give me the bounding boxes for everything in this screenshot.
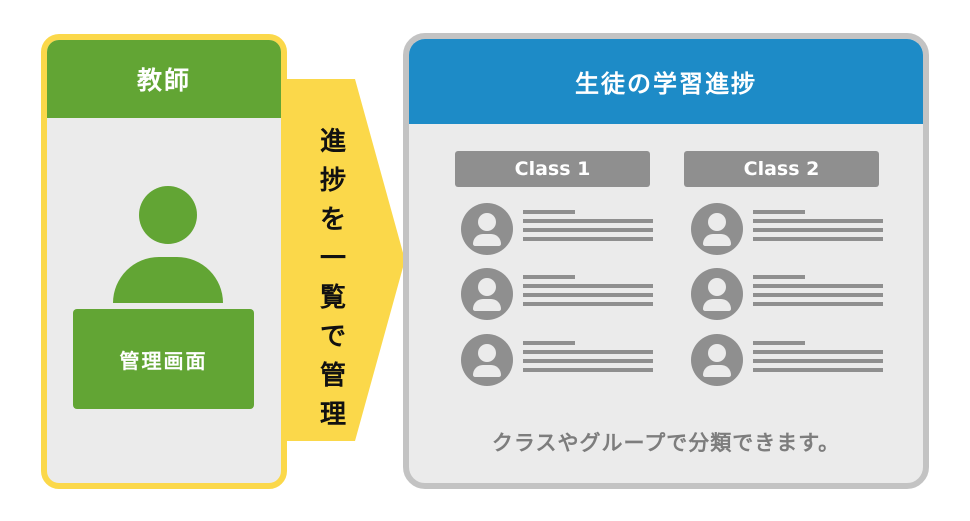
class-label-2: Class 2 (684, 151, 879, 187)
teacher-card: 教師 管理画面 (41, 34, 287, 489)
arrow-caption: 進 捗 を 一 覧 で 管 理 (311, 123, 355, 435)
arrow-right-icon (283, 79, 405, 441)
arrow-char: を (319, 205, 346, 235)
person-icon-body (113, 257, 223, 303)
student-row (691, 203, 887, 255)
student-progress-panel: 生徒の学習進捗 Class 1 Class 2 クラスやグループで分類できます。 (403, 33, 929, 489)
user-avatar-icon (461, 203, 513, 255)
user-avatar-icon (461, 268, 513, 320)
arrow-char: 捗 (319, 166, 346, 196)
panel-footer-note: クラスやグループで分類できます。 (491, 431, 841, 455)
user-avatar-icon (691, 334, 743, 386)
person-icon-head (139, 186, 197, 244)
student-row (461, 334, 657, 386)
teacher-title: 教師 (47, 40, 281, 118)
arrow-char: で (319, 322, 346, 352)
user-avatar-icon (691, 203, 743, 255)
student-row (691, 334, 887, 386)
arrow-char: 覧 (319, 283, 346, 313)
class-label-1: Class 1 (455, 151, 650, 187)
student-row (691, 268, 887, 320)
panel-title: 生徒の学習進捗 (409, 39, 923, 124)
arrow-char: 進 (319, 127, 346, 157)
user-avatar-icon (461, 334, 513, 386)
student-row (461, 203, 657, 255)
arrow-char: 理 (319, 400, 346, 430)
arrow-char: 管 (319, 361, 346, 391)
student-row (461, 268, 657, 320)
user-avatar-icon (691, 268, 743, 320)
arrow-char: 一 (319, 244, 346, 274)
management-screen: 管理画面 (73, 309, 254, 409)
